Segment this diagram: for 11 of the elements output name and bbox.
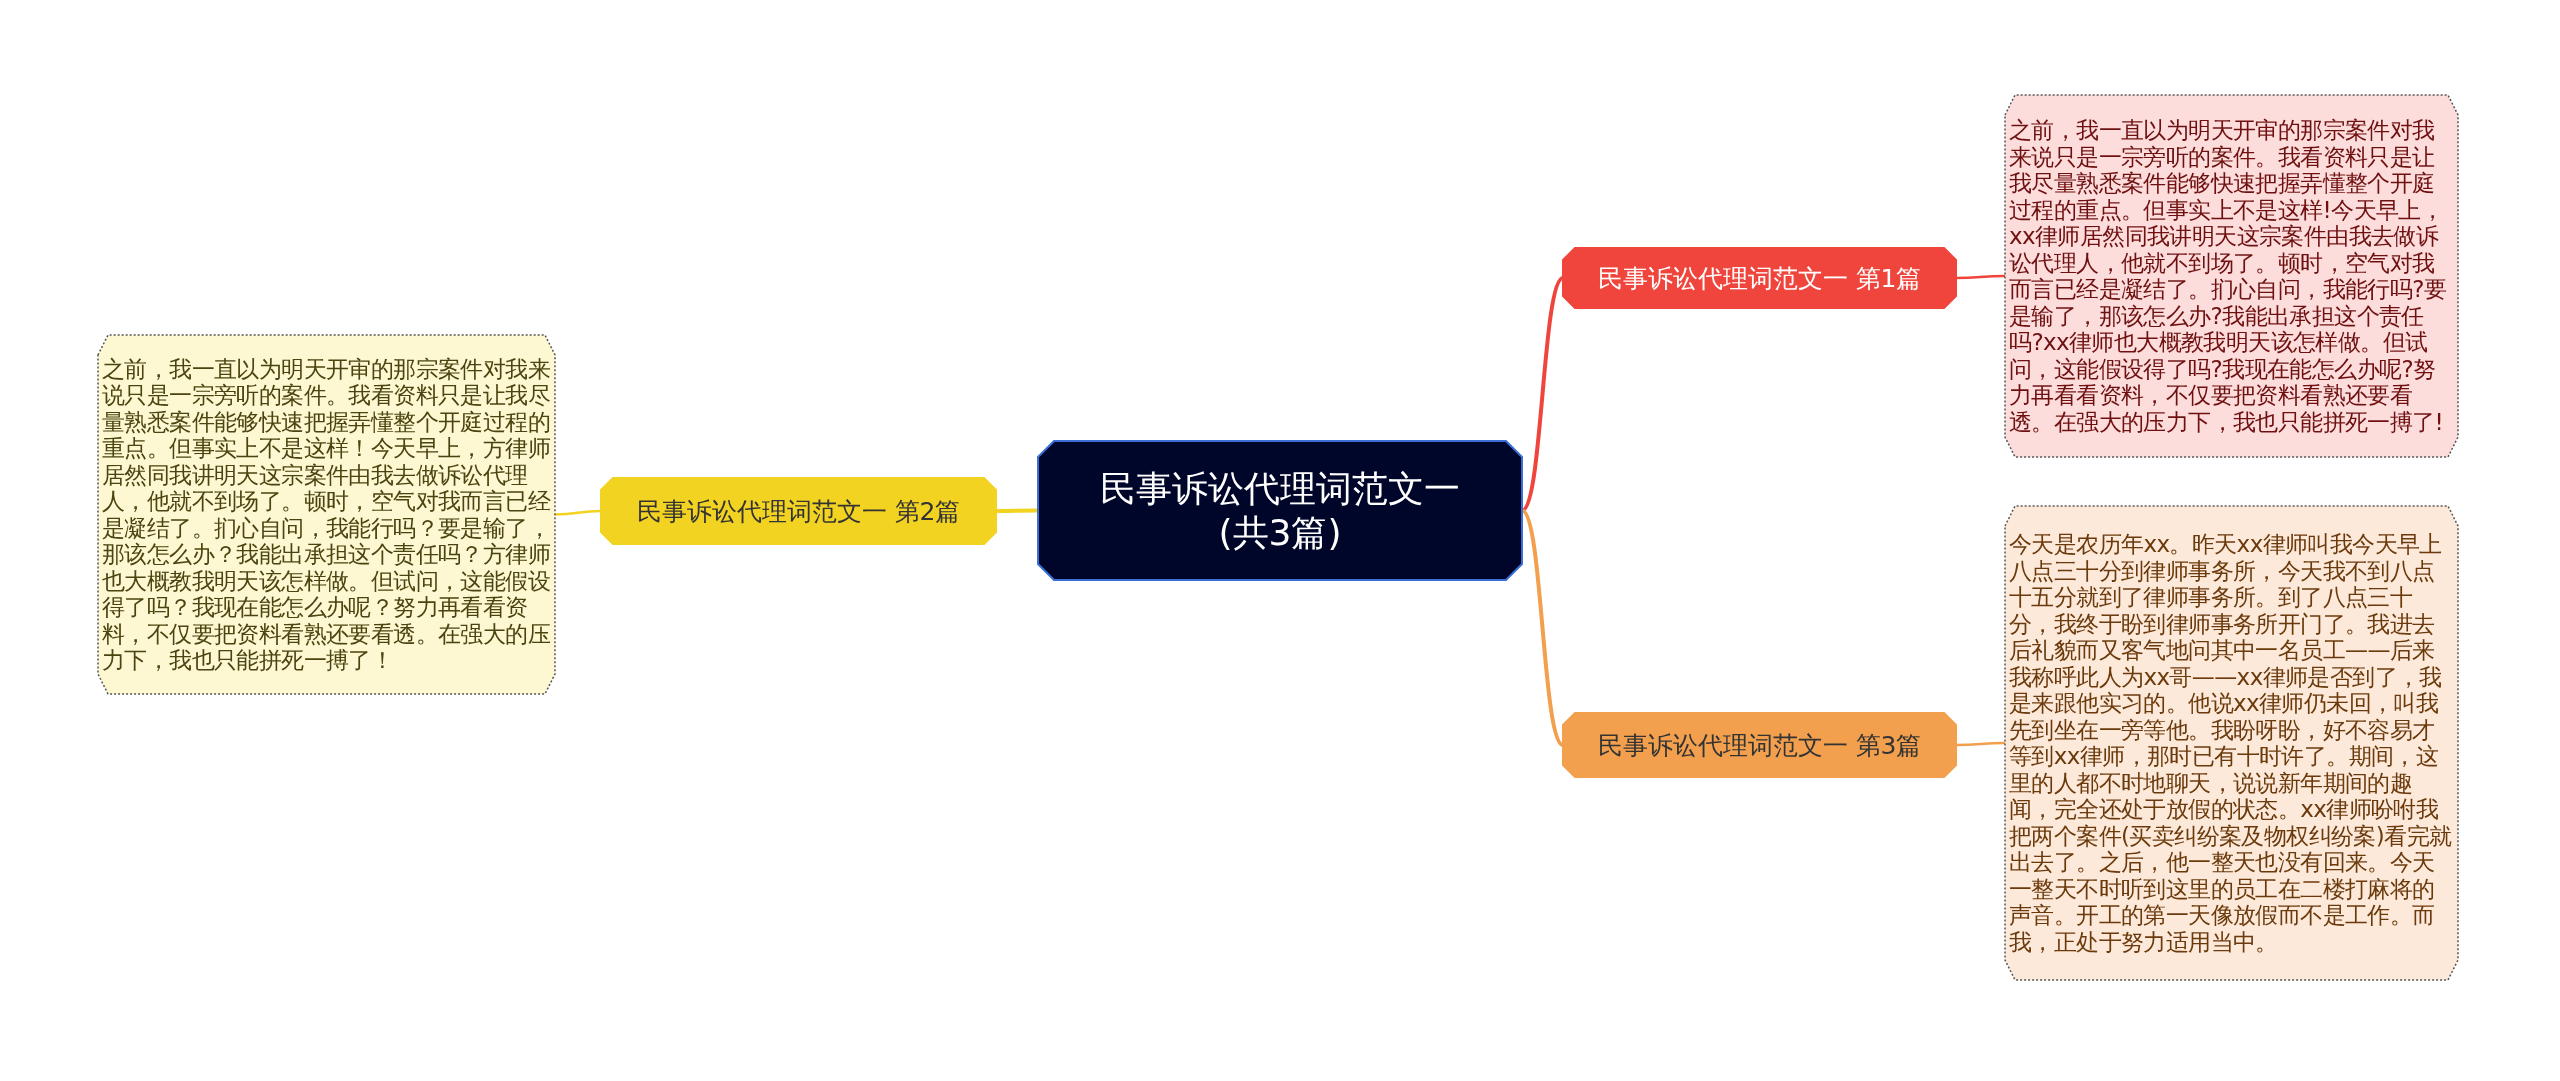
text-card: 之前，我一直以为明天开审的那宗案件对我来说只是一宗旁听的案件。我看资料只是让我尽量熟悉案件能够快速把握弄懂整个开庭过程的重点。但事实上不是这样!今天早上，xx律师居然同我讲明天这宗案件由我去做诉讼代理人，他就不到场了。顿时，空气对我而言已经是凝结了。扪心自问，我能行吗?要是输了，那该怎么办?我能出承担这个责任吗?xx律师也大概教我明天该怎样做。但试问，这能假设得了吗?我现在能怎么办呢?努力再看看资料，不仅要把资料看熟还要看透。在强大的压力下，我也只能拼死一搏了! — [2005, 95, 2458, 457]
connector-line — [1956, 274, 2005, 280]
branch-box: 民事诉讼代理词范文一 第3篇 — [1563, 713, 1956, 777]
branch-box: 民事诉讼代理词范文一 第2篇 — [601, 478, 996, 544]
connector-line — [1956, 741, 2005, 747]
topic-box: 民事诉讼代理词范文一(共3篇) — [1038, 441, 1522, 580]
branch-box: 民事诉讼代理词范文一 第1篇 — [1563, 248, 1956, 308]
connector-line — [555, 509, 601, 516]
connector-line — [996, 508, 1038, 513]
text-card: 今天是农历年xx。昨天xx律师叫我今天早上八点三十分到律师事务所，今天我不到八点十五分就到了律师事务所。到了八点三十分，我终于盼到律师事务所开门了。我进去后礼貌而又客气地问其中一名员工——后来我称呼此人为xx哥——xx律师是否到了，我是来跟他实习的。他说xx律师仍未回，叫我先到坐在一旁等他。我盼呀盼，好不容易才等到xx律师，那时已有十时许了。期间，这里的人都不时地聊天，说说新年期间的趣闻，完全还处于放假的状态。xx律师吩咐我把两个案件(买卖纠纷案及物权纠纷案)看完就出去了。之后，他一整天也没有回来。今天一整天不时听到这里的员工在二楼打麻将的声音。开工的第一天像放假而不是工作。而我，正处于努力适用当中。 — [2005, 506, 2458, 980]
text-card: 之前，我一直以为明天开审的那宗案件对我来说只是一宗旁听的案件。我看资料只是让我尽量熟悉案件能够快速把握弄懂整个开庭过程的重点。但事实上不是这样！今天早上，方律师居然同我讲明天这宗案件由我去做诉讼代理人，他就不到场了。顿时，空气对我而言已经是凝结了。扪心自问，我能行吗？要是输了，那该怎么办？我能出承担这个责任吗？方律师也大概教我明天该怎样做。但试问，这能假设得了吗？我现在能怎么办呢？努力再看看资料，不仅要把资料看熟还要看透。在强大的压力下，我也只能拼死一搏了！ — [98, 335, 555, 694]
